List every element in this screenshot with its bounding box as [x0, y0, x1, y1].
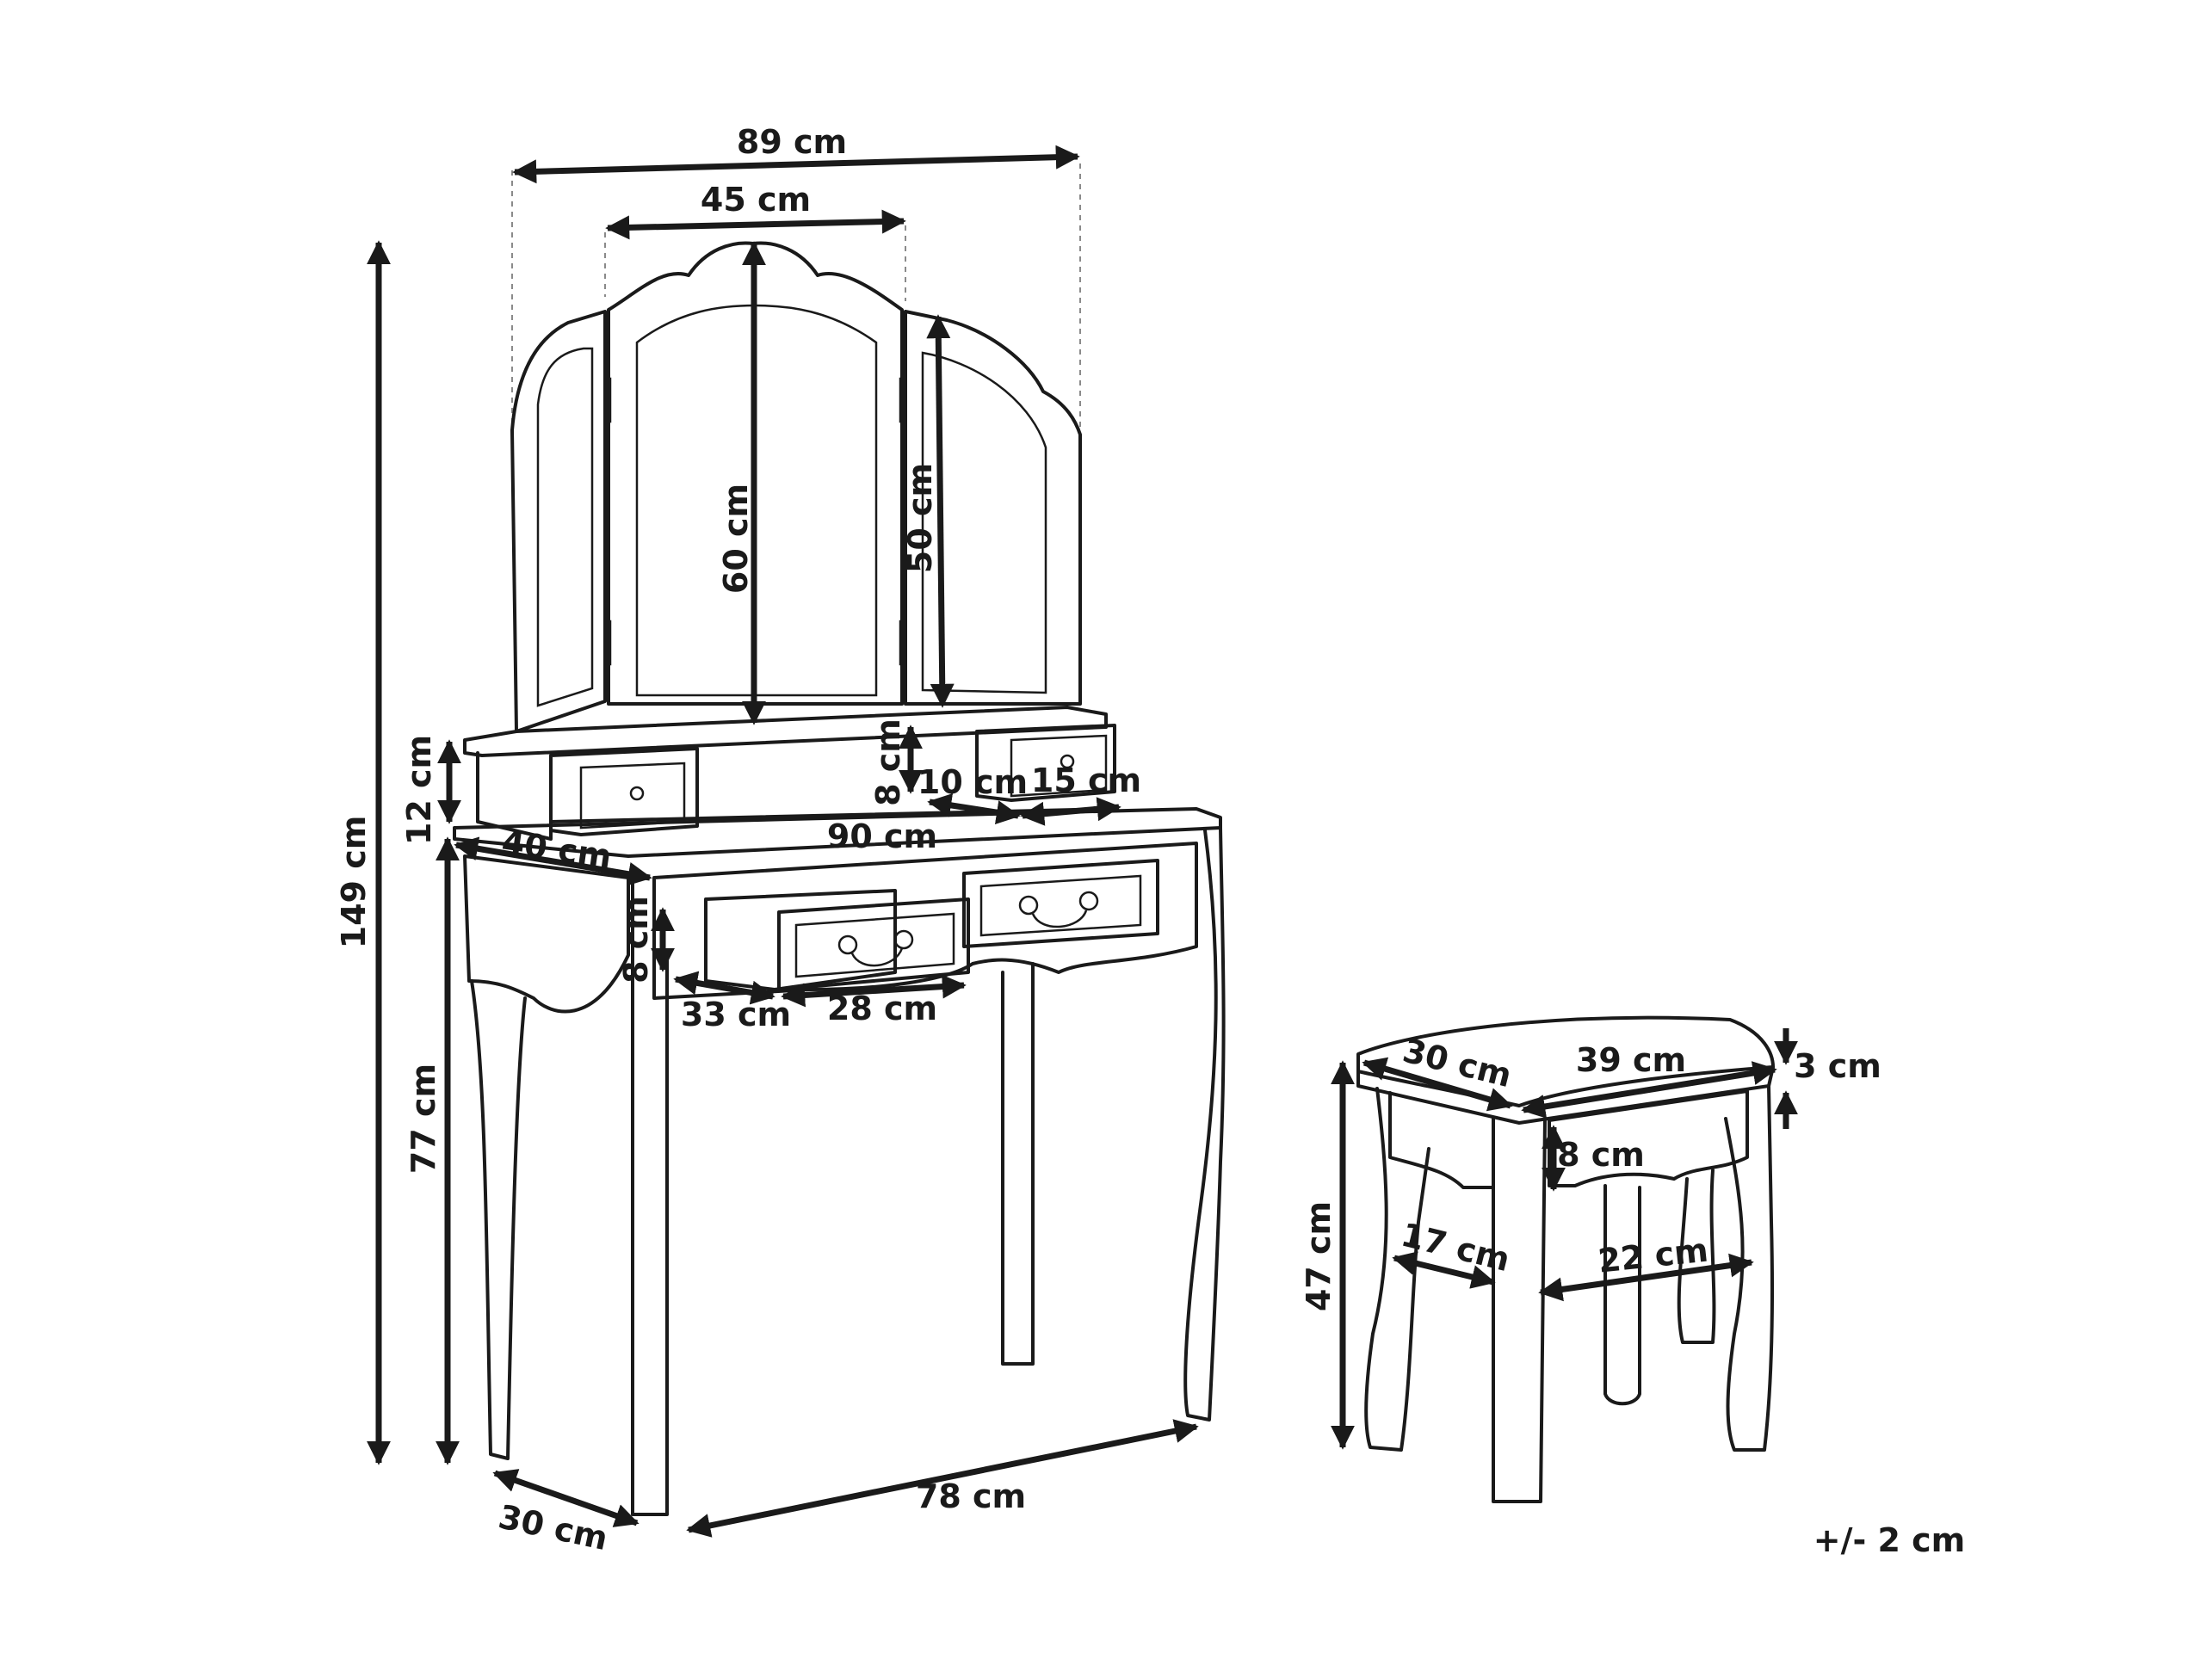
label-drawer-width: 28 cm: [827, 990, 937, 1027]
stool-leg-front-right: [1724, 1084, 1775, 1452]
label-mirror-total-width: 89 cm: [737, 123, 847, 161]
left-mirror-wing: [510, 310, 607, 733]
drawer-handle: [850, 947, 904, 967]
arrow-mirror-total-width: [512, 145, 1080, 184]
stool-leg-back-right: [1603, 1184, 1641, 1406]
dimension-arrows: [367, 145, 1798, 1538]
small-drawer-right-front: [1010, 734, 1108, 798]
drawer-knob: [1018, 895, 1039, 916]
right-mirror-wing: [904, 310, 1082, 706]
drawer-knob: [1078, 891, 1099, 911]
small-drawer-right: [975, 724, 1116, 802]
label-mirror-side-height: 50 cm: [901, 463, 939, 573]
table-leg-front-right: [1183, 826, 1226, 1422]
table-leg-back-right: [1001, 962, 1035, 1366]
table-leg-front-left: [631, 876, 669, 1516]
drawer-knob: [1060, 754, 1075, 769]
small-drawer-left: [549, 747, 699, 836]
arrow-leg-width: [686, 1419, 1199, 1538]
arrow-drawer-depth: [673, 971, 775, 1005]
label-small-drawer-depth: 10 cm: [918, 763, 1028, 801]
stool-apron-side: [1388, 1091, 1495, 1189]
label-table-depth: 40 cm: [499, 823, 614, 875]
arrow-mirror-center-width: [605, 209, 906, 240]
label-table-height: 77 cm: [405, 1064, 442, 1174]
stool-drawing: [1356, 1015, 1775, 1503]
main-drawer-left-front: [777, 897, 970, 991]
arrow-stool-leg-depth: [1392, 1251, 1496, 1289]
mirror-base-shelf: [463, 706, 1108, 757]
hinge: [603, 620, 612, 666]
label-mirror-center-width: 45 cm: [701, 181, 811, 219]
label-total-height: 149 cm: [335, 816, 373, 949]
label-leg-width: 78 cm: [916, 1477, 1026, 1515]
label-top-box-height: 12 cm: [400, 735, 438, 845]
drawer-knob: [837, 934, 858, 955]
arrow-stool-leg-width: [1538, 1253, 1754, 1302]
label-stool-width: 39 cm: [1576, 1041, 1686, 1079]
tolerance-note: +/- 2 cm: [1813, 1521, 1966, 1559]
dimension-labels: 89 cm 45 cm 60 cm 50 cm 149 cm 12 cm 8 c…: [335, 123, 1965, 1559]
label-stool-cushion: 3 cm: [1794, 1047, 1881, 1085]
drawer-handle: [1031, 910, 1088, 928]
table-apron: [463, 854, 630, 1014]
label-mirror-center-height: 60 cm: [717, 484, 755, 594]
label-drawer-height: 8 cm: [617, 896, 655, 984]
hinge: [603, 377, 612, 423]
label-small-drawer-width: 15 cm: [1031, 762, 1141, 799]
drawer-inset: [979, 874, 1142, 937]
label-drawer-depth: 33 cm: [681, 996, 791, 1033]
stool-leg-front-left: [1492, 1117, 1547, 1503]
arrow-small-drawer-depth: [927, 793, 1021, 824]
table-leg-back-left: [470, 979, 527, 1460]
hinge: [899, 377, 907, 423]
label-table-width: 90 cm: [827, 817, 937, 855]
drawer-knob: [629, 786, 645, 801]
hinge: [899, 620, 907, 666]
label-stool-apron: 8 cm: [1557, 1136, 1645, 1174]
main-drawer-right-front: [962, 859, 1159, 948]
drawer-knob: [893, 929, 914, 950]
label-stool-height: 47 cm: [1300, 1201, 1338, 1311]
arrow-leg-depth: [492, 1469, 640, 1527]
arrow-stool-depth: [1362, 1057, 1513, 1112]
arrow-small-drawer-width: [1020, 797, 1121, 826]
arrow-stool-width: [1521, 1061, 1777, 1119]
label-small-drawer-height: 8 cm: [869, 718, 907, 806]
arrow-mirror-side-height: [926, 314, 955, 708]
drawer-inset: [794, 912, 955, 978]
left-mirror-glass: [536, 347, 594, 707]
arrow-drawer-width: [781, 974, 967, 1008]
arrow-table-depth: [454, 836, 652, 886]
stool-leg-back-left: [1364, 1087, 1430, 1452]
stool-leg-inner: [1677, 1169, 1716, 1344]
